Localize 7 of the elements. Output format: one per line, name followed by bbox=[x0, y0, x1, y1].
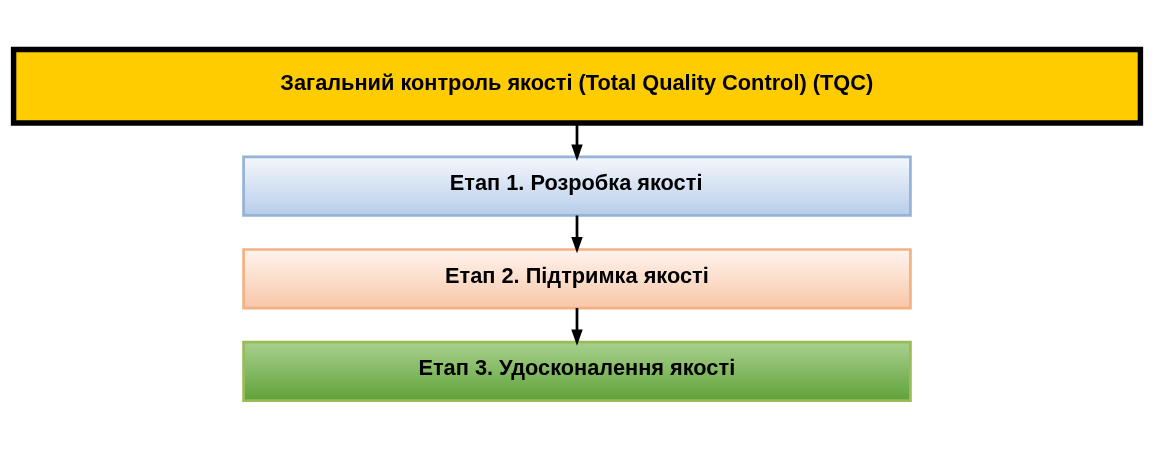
arrow bbox=[571, 215, 583, 253]
node-box: Етап 1. Розробка якості bbox=[242, 155, 912, 217]
node-box: Етап 3. Удосконалення якості bbox=[242, 340, 912, 402]
arrow bbox=[571, 122, 583, 161]
arrow bbox=[571, 307, 583, 346]
node-box: Загальний контроль якості (Total Quality Control) (TQC) bbox=[10, 46, 1144, 126]
node-box: Етап 2. Підтримка якості bbox=[242, 247, 912, 309]
